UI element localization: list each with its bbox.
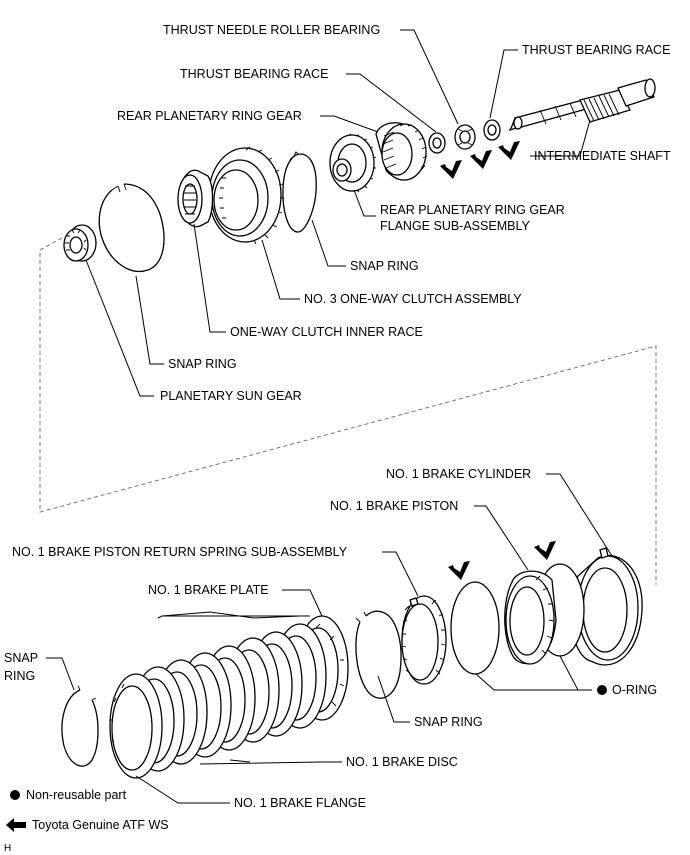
planetary-sun-gear-part: [63, 224, 97, 262]
thrust-bearing-race-left-part: [428, 132, 446, 154]
label-no1-brake-flange: NO. 1 BRAKE FLANGE: [234, 796, 366, 810]
o-ring-left-part: [450, 581, 500, 675]
return-spring-part: [401, 595, 447, 685]
atf-arrow-icon: [440, 160, 462, 179]
snap-ring-4-part: [355, 610, 402, 699]
thrust-needle-roller-bearing-part: [454, 124, 476, 150]
label-planetary-sun-gear: PLANETARY SUN GEAR: [160, 389, 302, 403]
label-thrust-bearing-race-left: THRUST BEARING RACE: [180, 67, 328, 81]
label-ring-gear-flange-line2: FLANGE SUB-ASSEMBLY: [380, 219, 530, 233]
leader-lines: [46, 29, 613, 804]
no3-one-way-clutch-part: [208, 146, 284, 245]
label-no3-one-way-clutch: NO. 3 ONE-WAY CLUTCH ASSEMBLY: [304, 292, 522, 306]
label-one-way-clutch-inner-race: ONE-WAY CLUTCH INNER RACE: [230, 325, 423, 339]
non-reusable-dot-icon: [10, 790, 20, 800]
atf-arrow-icon: [498, 141, 520, 160]
legend-non-reusable: Non-reusable part: [26, 788, 127, 802]
label-thrust-needle-roller-bearing: THRUST NEEDLE ROLLER BEARING: [163, 23, 380, 37]
label-thrust-bearing-race-right: THRUST BEARING RACE: [522, 43, 670, 57]
label-no1-brake-plate: NO. 1 BRAKE PLATE: [148, 583, 269, 597]
label-no1-brake-piston: NO. 1 BRAKE PISTON: [330, 499, 458, 513]
snap-ring-2-part: [98, 183, 165, 272]
ring-gear-flange-part: [329, 133, 377, 193]
no1-brake-cylinder-part: [570, 547, 643, 666]
legend: Non-reusable part Toyota Genuine ATF WS: [6, 788, 169, 832]
figure-code: H: [4, 843, 11, 854]
atf-arrow-icon: [534, 541, 556, 560]
label-o-ring: O-RING: [612, 683, 657, 697]
one-way-clutch-inner-race-part: [177, 169, 214, 228]
assembly-reference-line: [39, 237, 657, 585]
label-return-spring: NO. 1 BRAKE PISTON RETURN SPRING SUB-ASS…: [12, 545, 348, 559]
legend-atf: Toyota Genuine ATF WS: [32, 818, 169, 832]
label-snap-ring-2: SNAP RING: [168, 357, 237, 371]
label-snap-ring-1: SNAP RING: [350, 259, 419, 273]
atf-arrow-icon: [470, 150, 492, 169]
label-snap-ring-3-line1: SNAP: [4, 651, 38, 665]
no1-brake-piston-part: [504, 570, 557, 665]
label-intermediate-shaft: INTERMEDIATE SHAFT: [534, 149, 671, 163]
label-snap-ring-4: SNAP RING: [414, 715, 483, 729]
thrust-bearing-race-right-part: [483, 119, 501, 141]
snap-ring-1-part: [282, 151, 317, 233]
non-reusable-dot-icon: [597, 685, 607, 695]
label-rear-planetary-ring-gear: REAR PLANETARY RING GEAR: [117, 109, 302, 123]
atf-arrow-icon: [6, 818, 26, 832]
label-ring-gear-flange-line1: REAR PLANETARY RING GEAR: [380, 203, 565, 217]
intermediate-shaft-part: [508, 78, 656, 132]
atf-arrow-icon: [448, 561, 470, 580]
label-snap-ring-3-line2: RING: [4, 669, 35, 683]
label-no1-brake-disc: NO. 1 BRAKE DISC: [346, 755, 458, 769]
brake-plate-stack: [109, 615, 349, 779]
label-no1-brake-cylinder: NO. 1 BRAKE CYLINDER: [386, 467, 531, 481]
snap-ring-3-part: [61, 685, 99, 767]
rear-planetary-ring-gear-part: [375, 122, 428, 181]
